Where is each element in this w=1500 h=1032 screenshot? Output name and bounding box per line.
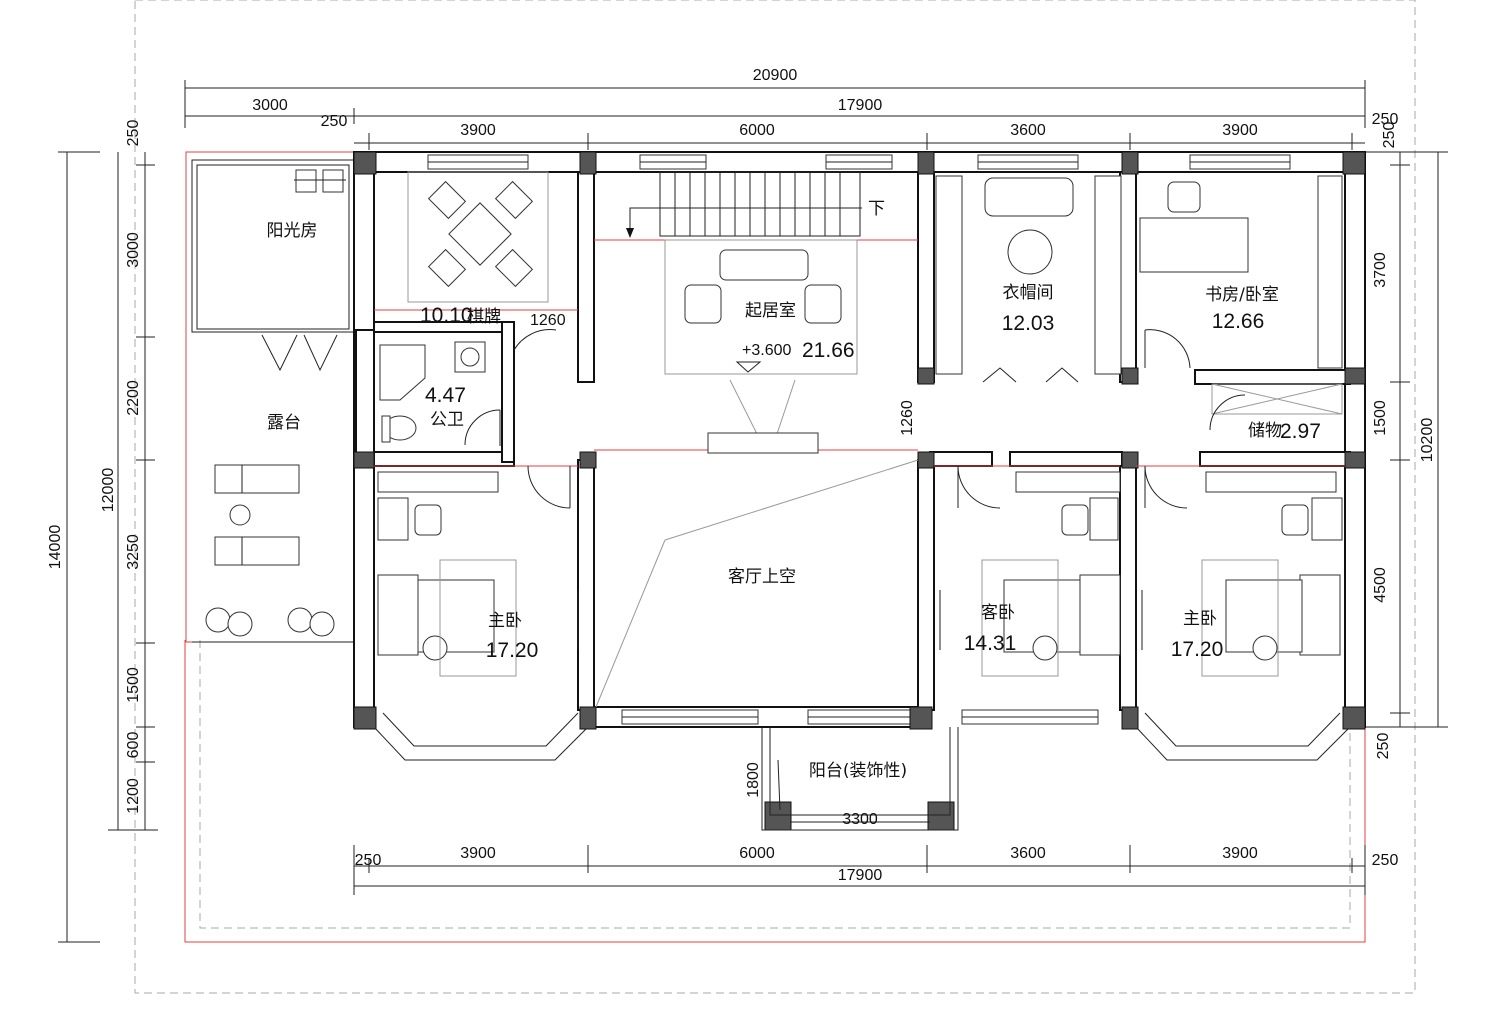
- dim-right-main: 10200: [1419, 418, 1436, 463]
- dim-top-wall-right: 250: [1372, 111, 1399, 128]
- area-study: 12.66: [1212, 310, 1265, 333]
- void-lines: [595, 459, 919, 708]
- label-master-left: 主卧: [488, 611, 522, 631]
- dim-right-seg-2: 3700: [1372, 252, 1389, 288]
- left-dimensions: 14000 12000 250 3000 2200 3250 1500 600 …: [47, 120, 158, 943]
- label-study: 书房/卧室: [1205, 285, 1279, 305]
- dim-bottom-seg-1: 3900: [460, 845, 496, 862]
- wardrobe-furniture: [935, 175, 1122, 383]
- dim-top-seg-3: 3600: [1010, 122, 1046, 139]
- label-wardrobe: 衣帽间: [1003, 283, 1054, 303]
- right-dimensions: 250 3700 1500 4500 250 10200: [1365, 122, 1448, 760]
- label-guest: 客卧: [981, 603, 1015, 623]
- bath-furniture: [379, 329, 557, 446]
- dim-corridor: 1260: [899, 400, 916, 436]
- chess-furniture: [407, 171, 549, 303]
- area-wardrobe: 12.03: [1002, 312, 1055, 335]
- dim-left-seg-4: 3250: [125, 534, 142, 570]
- top-dimensions: 20900 3000 17900 250 250 3900 6000 3600 …: [184, 67, 1399, 150]
- dim-left-seg-5: 1500: [125, 667, 142, 703]
- door-swings: [527, 465, 1188, 509]
- dim-right-seg-5: 250: [1375, 733, 1392, 760]
- label-terrace: 露台: [267, 413, 301, 433]
- balcony: [761, 727, 959, 831]
- dim-bottom-seg-3: 3600: [1010, 845, 1046, 862]
- label-bath: 公卫: [430, 410, 464, 430]
- area-chess: 10.10: [420, 304, 473, 327]
- dim-top-wall-left: 250: [321, 113, 348, 130]
- level-living: +3.600: [742, 342, 791, 359]
- dim-top-total: 20900: [753, 67, 798, 84]
- label-living: 起居室: [745, 301, 796, 321]
- inner-boundary: [199, 640, 1351, 929]
- label-stair-down: 下: [868, 199, 885, 219]
- dim-balcony-depth: 1800: [745, 762, 762, 798]
- bedroom-right-furniture: [1141, 471, 1343, 677]
- dim-top-seg-2: 6000: [739, 122, 775, 139]
- dim-top-seg-4: 3900: [1222, 122, 1258, 139]
- area-bath: 4.47: [425, 384, 466, 407]
- dim-right-seg-3: 1500: [1372, 400, 1389, 436]
- living-furniture: [664, 239, 858, 454]
- dim-top-main: 17900: [838, 97, 883, 114]
- dim-top-left: 3000: [252, 97, 288, 114]
- dim-bottom-seg-2: 6000: [739, 845, 775, 862]
- bedroom-guest-furniture: [939, 471, 1121, 677]
- dim-right-seg-4: 4500: [1372, 567, 1389, 603]
- label-balcony: 阳台(装饰性): [809, 761, 907, 781]
- dim-right-seg-1: 250: [1381, 122, 1398, 149]
- bedroom-left-furniture: [377, 471, 579, 677]
- area-living: 21.66: [802, 339, 855, 362]
- area-guest: 14.31: [964, 632, 1017, 655]
- dim-left-seg-3: 2200: [125, 380, 142, 416]
- area-master-left: 17.20: [486, 639, 539, 662]
- label-chess: 棋牌: [467, 307, 501, 327]
- dim-left-overall: 14000: [47, 525, 64, 570]
- staircase: [626, 171, 862, 238]
- dim-bottom-seg-4: 3900: [1222, 845, 1258, 862]
- area-storage: 2.97: [1280, 420, 1321, 443]
- label-master-right: 主卧: [1183, 609, 1217, 629]
- dim-left-seg-1: 250: [125, 120, 142, 147]
- site-boundary: [134, 0, 1416, 994]
- dim-top-seg-1: 3900: [460, 122, 496, 139]
- storage-furniture: [1209, 383, 1343, 431]
- dim-left-seg-7: 1200: [125, 778, 142, 814]
- dim-chess-width: 1260: [530, 312, 566, 329]
- label-sunroom: 阳光房: [267, 221, 318, 241]
- dim-bottom-wall-left: 250: [355, 852, 382, 869]
- dim-left-seg-2: 3000: [125, 232, 142, 268]
- dim-left-seg-6: 600: [125, 732, 142, 759]
- dim-balcony-width: 3300: [842, 811, 878, 828]
- dim-left-main: 12000: [100, 468, 117, 513]
- main-walls: [353, 151, 1366, 831]
- bottom-dimensions: 250 3900 6000 3600 3900 250 17900: [353, 845, 1399, 895]
- label-storage: 储物: [1248, 421, 1282, 441]
- study-furniture: [1139, 175, 1343, 369]
- dim-bottom-total: 17900: [838, 867, 883, 884]
- dim-bottom-wall-right: 250: [1372, 852, 1399, 869]
- area-master-right: 17.20: [1171, 638, 1224, 661]
- label-void: 客厅上空: [728, 567, 796, 587]
- property-line: [184, 640, 1366, 943]
